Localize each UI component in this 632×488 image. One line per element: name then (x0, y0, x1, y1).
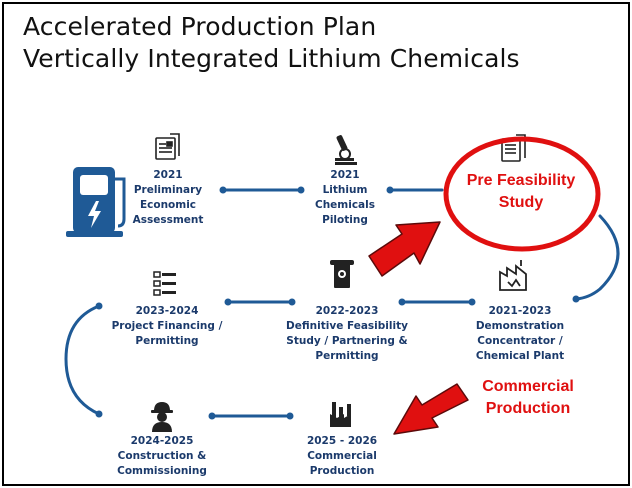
step-label-line: Study (498, 194, 544, 211)
dot (288, 298, 296, 306)
title-line-2: Vertically Integrated Lithium Chemicals (23, 44, 520, 73)
step-label-line: Permitting (315, 350, 379, 362)
dot (219, 186, 227, 194)
step-label-line: Pre Feasibility (466, 172, 576, 189)
step-label-line: Commercial (307, 450, 377, 462)
step-year: 2024-2025 (130, 435, 194, 447)
highlight-ellipse (443, 136, 601, 252)
step-preliminary-economic-assessment: 2021 Preliminary Economic Assessment (133, 168, 204, 228)
checklist-icon (153, 271, 176, 296)
callout-line: Commercial (482, 378, 574, 395)
dot (468, 298, 476, 306)
connector-3-4 (574, 214, 620, 301)
connector-dots (95, 186, 580, 420)
step-construction-commissioning: 2024-2025 Construction & Commissioning (117, 434, 207, 479)
step-label-line: Lithium (322, 184, 368, 196)
dot (95, 410, 103, 418)
step-demonstration-plant: 2021-2023 Demonstration Concentrator / C… (476, 304, 564, 364)
step-label-line: Definitive Feasibility (286, 320, 408, 332)
step-year: 2022-2023 (315, 305, 379, 317)
step-label-line: Production (309, 465, 375, 477)
step-year: 2021-2023 (488, 305, 552, 317)
step-label-line: Chemicals (314, 199, 376, 211)
commercial-production-callout: Commercial Production (482, 376, 574, 420)
step-label-line: Preliminary (133, 184, 203, 196)
worker-icon (151, 402, 173, 432)
step-pre-feasibility-study: Pre Feasibility Study (467, 170, 576, 214)
step-year: 2023-2024 (135, 305, 199, 317)
arrow-to-commercial-production (393, 383, 469, 435)
step-year: 2021 (153, 169, 183, 181)
step-project-financing: 2023-2024 Project Financing / Permitting (112, 304, 223, 349)
step-label-line: Economic (139, 199, 197, 211)
step-label-line: Permitting (135, 335, 199, 347)
dot (297, 186, 305, 194)
step-label-line: Piloting (322, 214, 368, 226)
step-label-line: Demonstration (475, 320, 565, 332)
dot (572, 295, 580, 303)
step-label-line: Construction & (117, 450, 207, 462)
dot (95, 302, 103, 310)
charging-station-icon (66, 167, 126, 237)
step-label-line: Assessment (132, 214, 204, 226)
title-line-1: Accelerated Production Plan (23, 12, 377, 41)
step-label-line: Commissioning (117, 465, 207, 477)
microscope-icon (335, 135, 357, 165)
step-label-line: Study / Partnering & (286, 335, 408, 347)
step-year: 2021 (330, 169, 360, 181)
step-year: 2025 - 2026 (306, 435, 378, 447)
step-definitive-feasibility-study: 2022-2023 Definitive Feasibility Study /… (286, 304, 408, 364)
connector-6-7 (64, 304, 101, 416)
factory-plant-icon (499, 260, 527, 291)
flow-diagram (64, 133, 620, 435)
certificate-icon (330, 260, 354, 288)
document-icon (155, 133, 180, 160)
step-label-line: Chemical Plant (475, 350, 565, 362)
dot (398, 298, 406, 306)
dot (224, 298, 232, 306)
report-icon (501, 134, 526, 162)
factory-icon (330, 402, 351, 427)
dot (386, 186, 394, 194)
step-lithium-chemicals-piloting: 2021 Lithium Chemicals Piloting (315, 168, 375, 228)
dot (208, 412, 216, 420)
callout-line: Production (485, 400, 571, 417)
step-label-line: Concentrator / (477, 335, 563, 347)
step-label-line: Project Financing / (111, 320, 223, 332)
connector-lines (64, 188, 620, 418)
arrow-to-prefeasibility (368, 221, 441, 277)
dot (286, 412, 294, 420)
step-commercial-production: 2025 - 2026 Commercial Production (307, 434, 377, 479)
